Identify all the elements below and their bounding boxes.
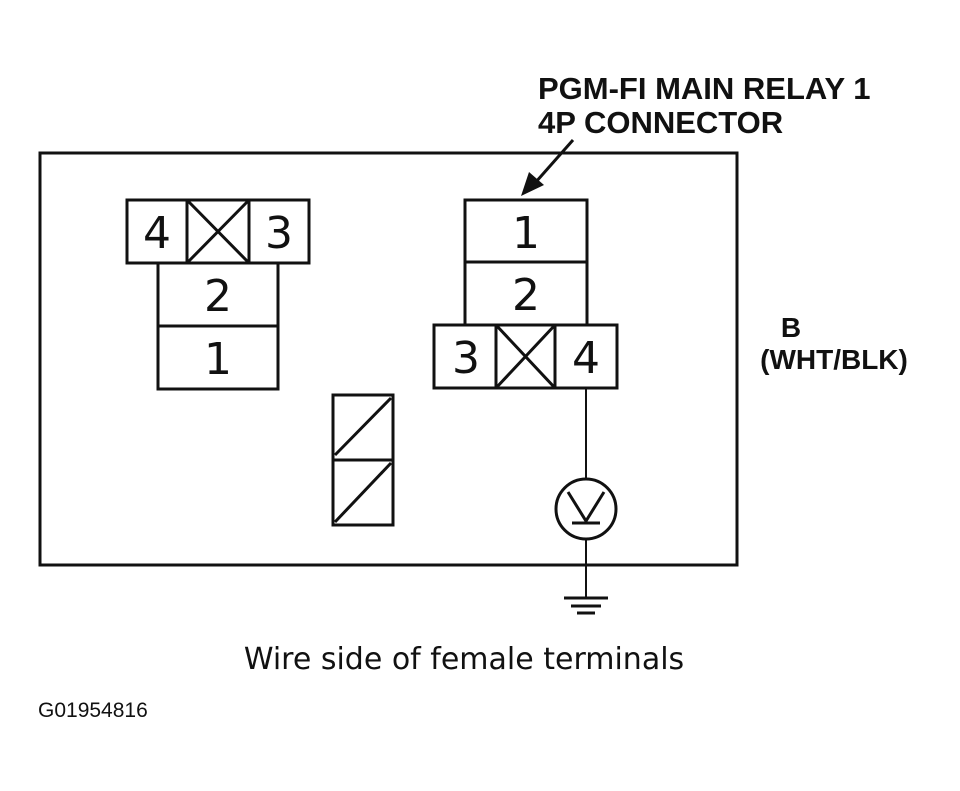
caption: Wire side of female terminals [244, 642, 684, 677]
blank-terminal-icon [494, 323, 557, 390]
voltmeter-icon [554, 477, 618, 541]
wire-color-label: (WHT/BLK) [760, 344, 908, 375]
right-terminal-2: 2 [512, 270, 540, 321]
left-terminal-4: 4 [143, 208, 171, 259]
connector-frame [38, 151, 739, 567]
right-terminal-4: 4 [572, 333, 600, 384]
leader-arrow [521, 139, 575, 196]
ground-icon [564, 596, 608, 615]
figure-code: G01954816 [38, 699, 148, 722]
left-terminal-1: 1 [204, 334, 232, 385]
connector-label-line1: PGM-FI MAIN RELAY 1 [538, 71, 870, 106]
left-connector: 4 3 2 1 [125, 198, 311, 391]
wire-terminal-label: B [781, 312, 801, 343]
connector-key [331, 393, 395, 527]
connector-label-line2: 4P CONNECTOR [538, 105, 783, 140]
left-terminal-2: 2 [204, 271, 232, 322]
right-connector: 1 2 3 4 [432, 198, 619, 390]
left-terminal-3: 3 [265, 208, 293, 259]
right-terminal-3: 3 [452, 333, 480, 384]
blank-terminal-icon [185, 198, 251, 265]
right-terminal-1: 1 [512, 208, 540, 259]
